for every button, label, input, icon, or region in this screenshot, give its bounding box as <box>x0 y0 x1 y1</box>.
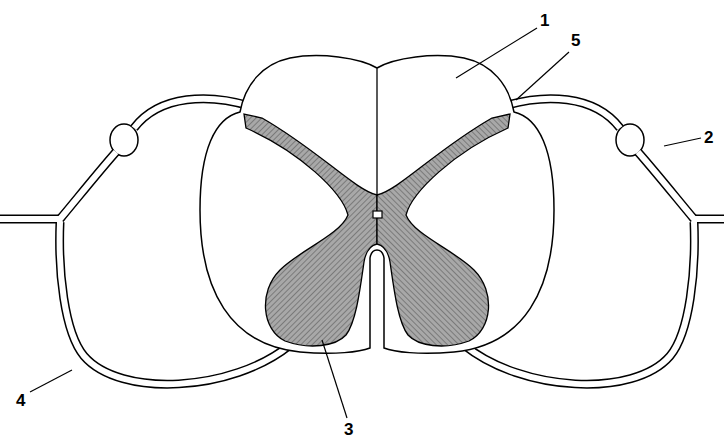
callout-number: 4 <box>16 392 25 409</box>
leader-lines <box>30 28 701 418</box>
callout-number: 1 <box>540 12 549 29</box>
spinal-cord <box>200 56 554 354</box>
central-canal <box>373 211 382 218</box>
callout-number: 2 <box>704 129 713 146</box>
callout-number: 3 <box>344 421 353 438</box>
callout-number: 5 <box>571 32 580 49</box>
